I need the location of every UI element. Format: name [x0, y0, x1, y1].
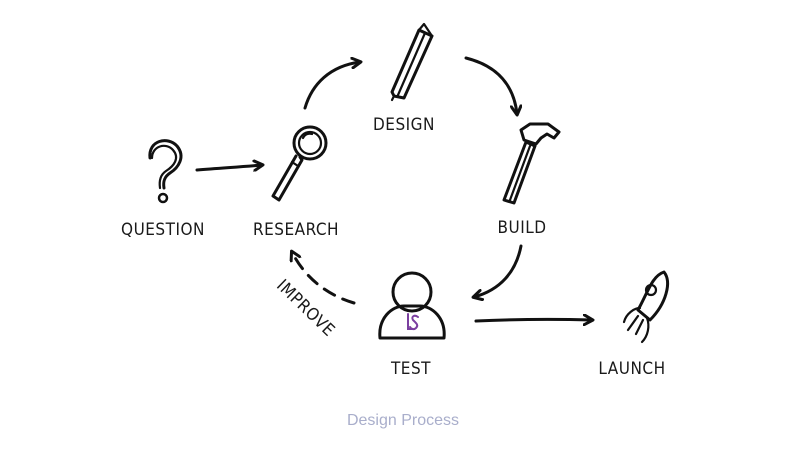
arrow-design-to-build — [464, 56, 517, 114]
node-label-question: QUESTION — [121, 220, 205, 240]
edge-label-improve: IMPROVE — [272, 276, 338, 341]
node-label-build: BUILD — [498, 218, 547, 238]
node-label-research: RESEARCH — [253, 220, 339, 240]
arrow-question-to-research — [195, 165, 262, 170]
ls-badge — [407, 313, 419, 331]
node-label-test: TEST — [390, 359, 431, 379]
arrow-test-to-research-improve — [292, 252, 356, 305]
node-label-launch: LAUNCH — [598, 359, 665, 379]
person-icon — [378, 271, 446, 340]
node-label-design: DESIGN — [373, 115, 435, 135]
arrow-research-to-design — [303, 62, 360, 110]
magnifying-glass-icon — [271, 125, 328, 202]
arrow-test-to-launch — [474, 319, 592, 321]
question-mark-icon — [148, 139, 183, 204]
rocket-icon — [622, 270, 669, 344]
arrow-build-to-test — [474, 244, 523, 297]
diagram-caption: Design Process — [346, 412, 460, 429]
pencil-icon — [390, 22, 434, 102]
hammer-icon — [502, 122, 561, 205]
